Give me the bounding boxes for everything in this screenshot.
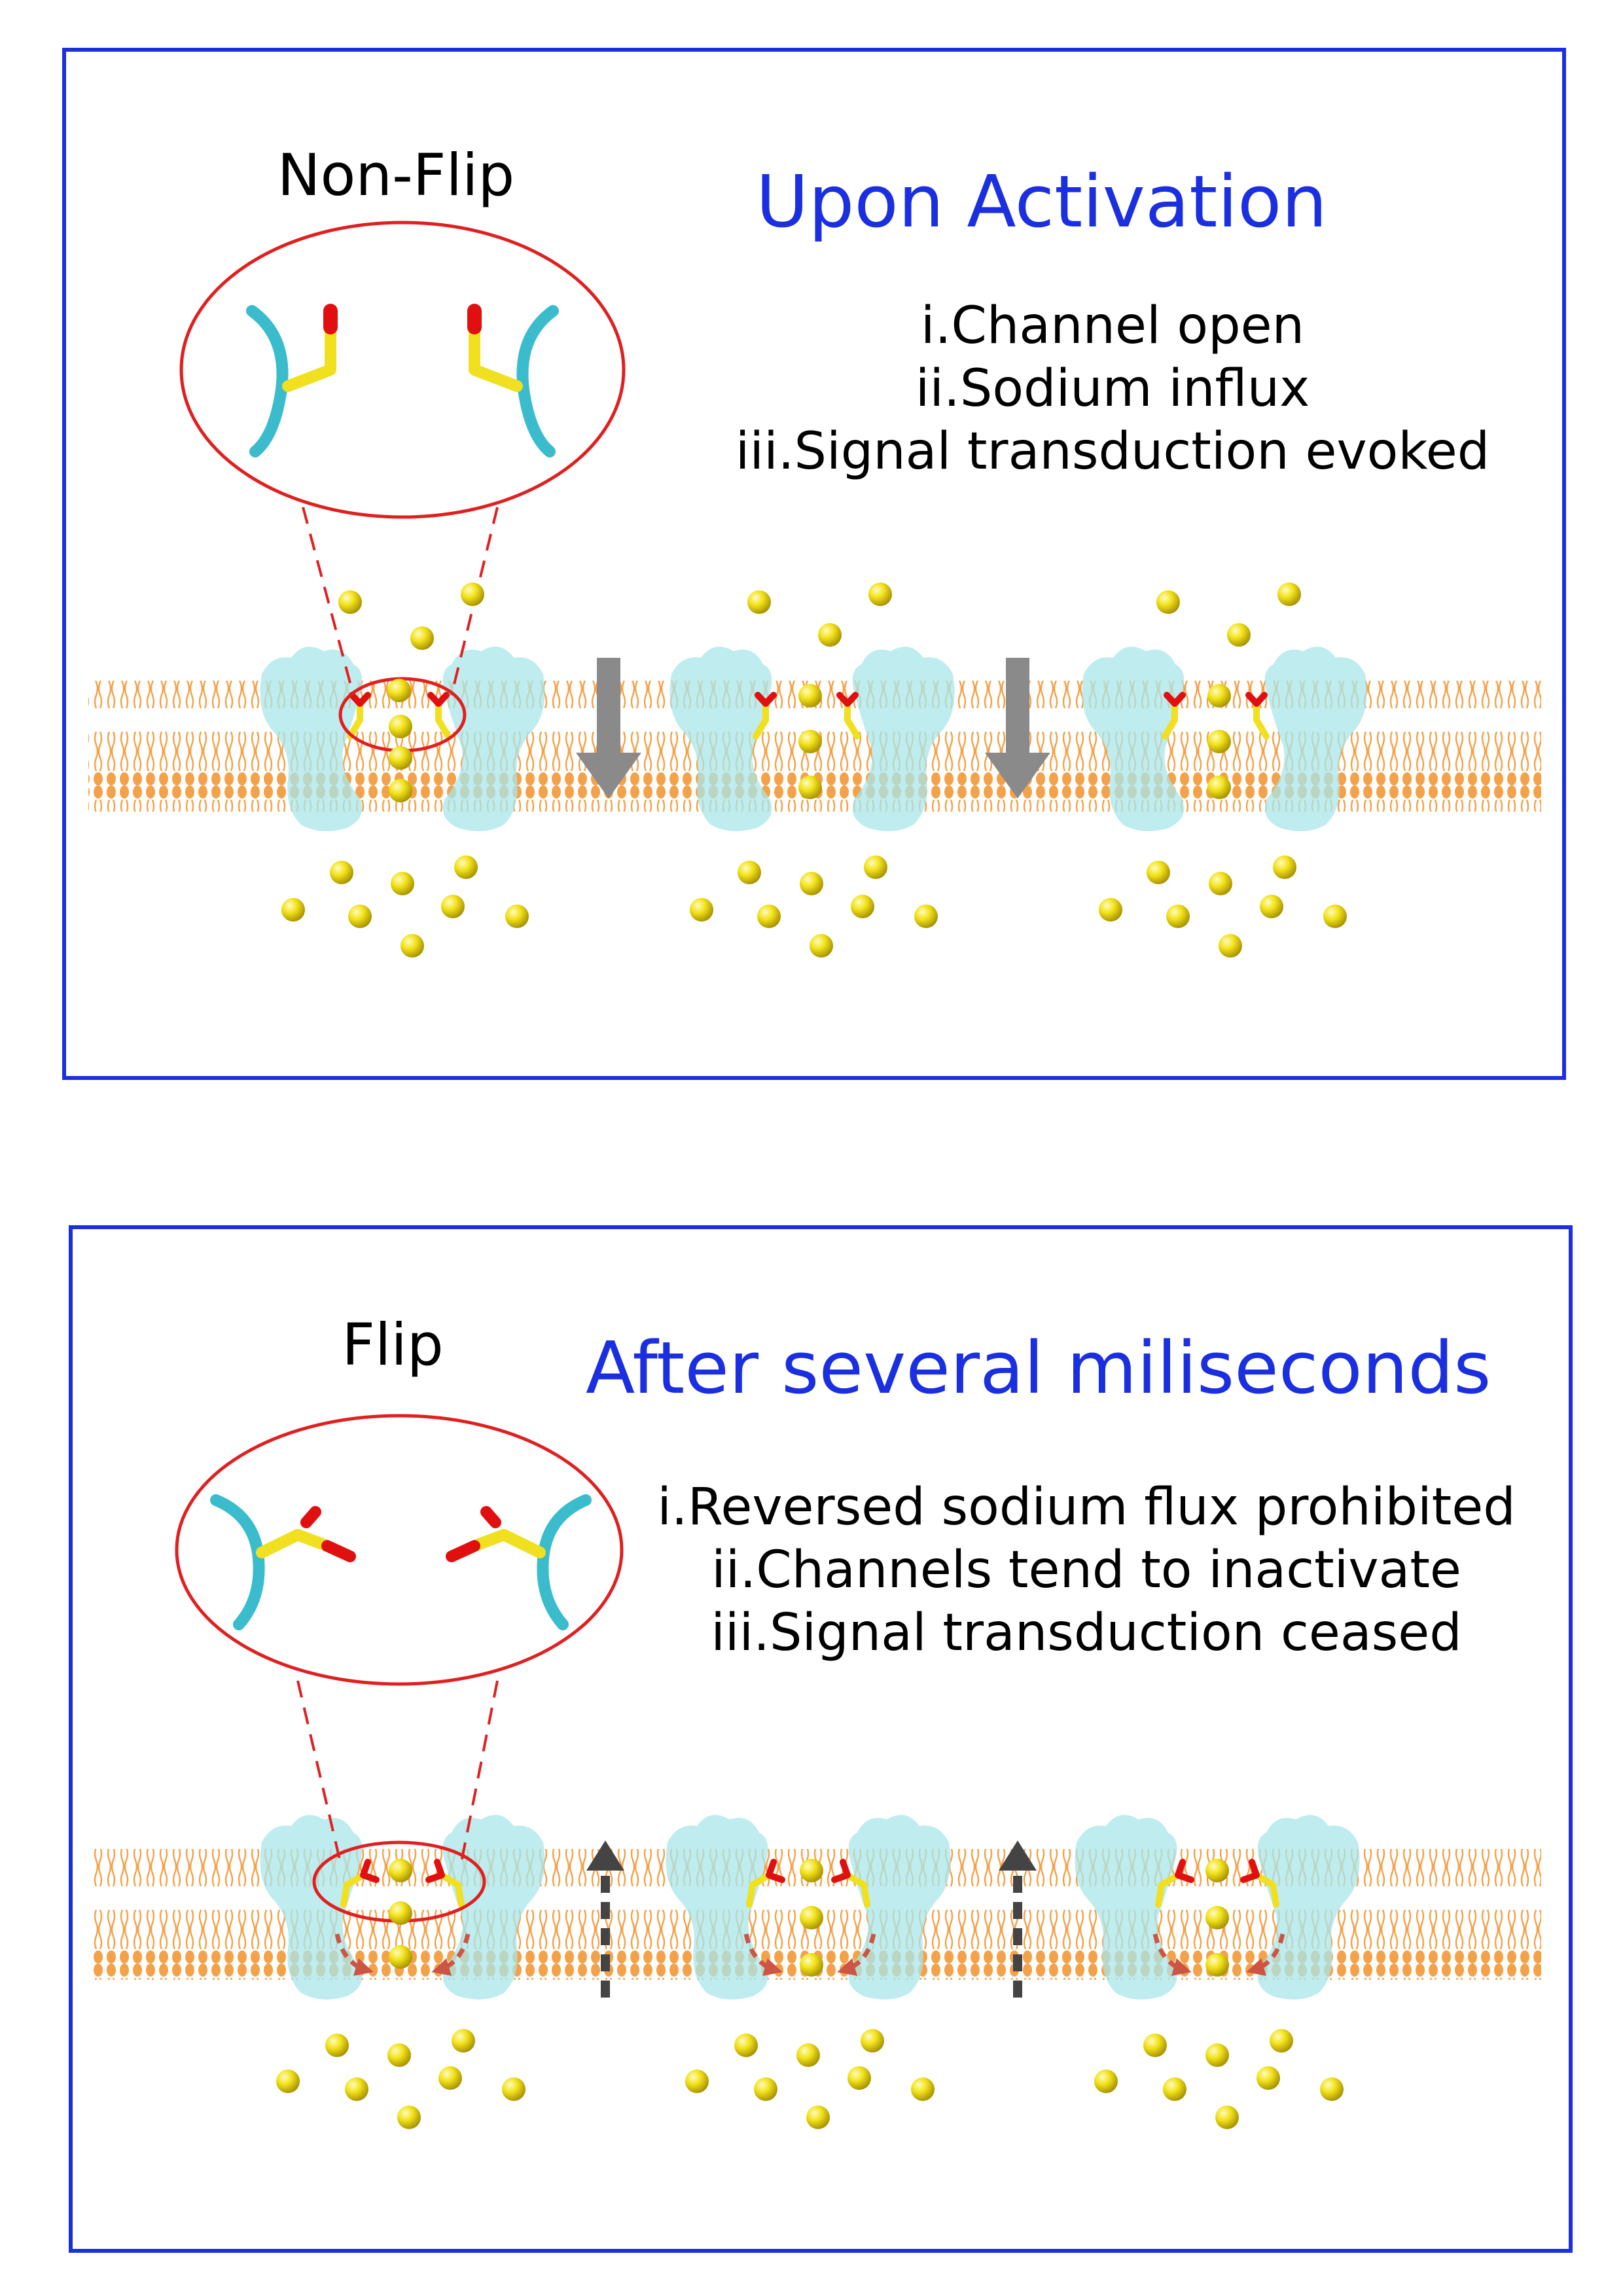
reverse-flux-arrow bbox=[586, 1840, 624, 1998]
activation-effects-list: i.Channel open ii.Sodium influx iii.Sign… bbox=[697, 295, 1528, 483]
flip-rotation-arrows bbox=[334, 1933, 1285, 1976]
after-milliseconds-heading: After several miliseconds bbox=[586, 1326, 1491, 1410]
sodium-channel bbox=[1075, 1814, 1360, 2000]
sodium-influx-arrow bbox=[985, 658, 1050, 798]
upon-activation-heading: Upon Activation bbox=[756, 160, 1328, 243]
effect-signal-ceased: iii.Signal transduction ceased bbox=[711, 1604, 1462, 1662]
effect-channels-inactivate: ii.Channels tend to inactivate bbox=[711, 1541, 1461, 1600]
after-milliseconds-effects-list: i.Reversed sodium flux prohibited ii.Cha… bbox=[622, 1476, 1551, 1664]
reverse-flux-arrow bbox=[999, 1840, 1037, 1998]
channel-subunit-right bbox=[442, 646, 545, 831]
sodium-ions bbox=[276, 1859, 1344, 2129]
non-flip-label: Non-Flip bbox=[277, 141, 515, 209]
sodium-influx-arrow bbox=[576, 658, 641, 798]
selectivity-residues bbox=[347, 692, 1270, 740]
channel-subunit-left bbox=[260, 646, 363, 831]
activation-panel-frame bbox=[62, 48, 1566, 1080]
selectivity-residues bbox=[340, 1859, 1279, 1908]
sodium-channel bbox=[260, 646, 545, 831]
effect-reversed-flux-prohibited: i.Reversed sodium flux prohibited bbox=[657, 1478, 1516, 1537]
effect-signal-evoked: iii.Signal transduction evoked bbox=[735, 422, 1490, 481]
effect-channel-open: i.Channel open bbox=[920, 296, 1305, 355]
sodium-channel bbox=[260, 1814, 545, 2000]
effect-sodium-influx: ii.Sodium influx bbox=[915, 359, 1310, 418]
after-milliseconds-panel-frame bbox=[69, 1225, 1573, 2253]
flip-label: Flip bbox=[342, 1311, 444, 1378]
sodium-channel bbox=[669, 646, 955, 831]
sodium-channel bbox=[666, 1814, 951, 2000]
magnifier-non-flip bbox=[179, 221, 626, 753]
sodium-ions bbox=[281, 583, 1347, 958]
magnifier-flip bbox=[175, 1414, 624, 1923]
sodium-channel bbox=[1082, 646, 1367, 831]
